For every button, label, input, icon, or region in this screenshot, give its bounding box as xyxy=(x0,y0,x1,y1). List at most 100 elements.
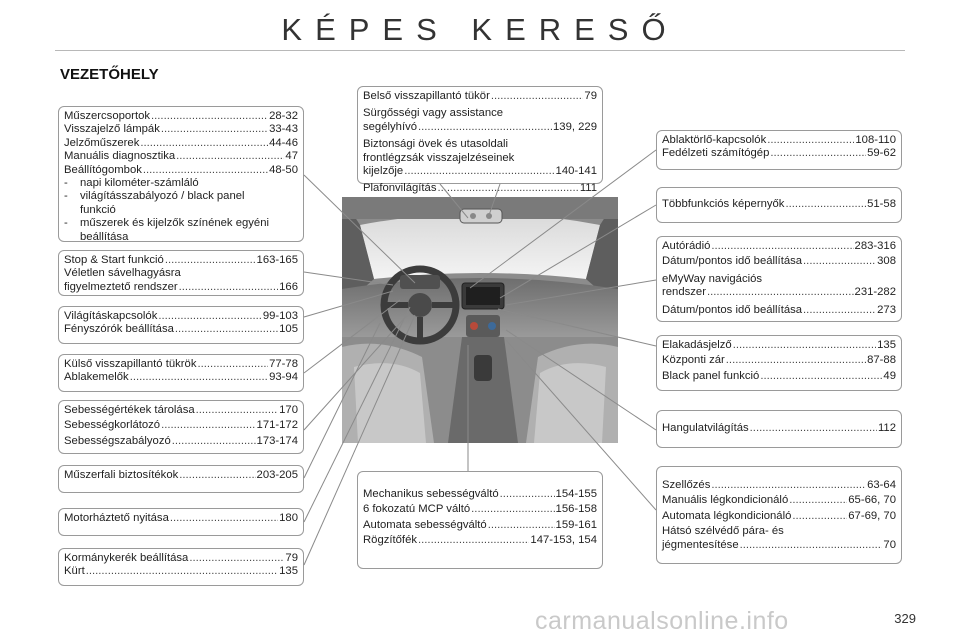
index-entry: Black panel funkció49 xyxy=(662,370,896,383)
sos-line2: segélyhívó xyxy=(363,120,418,133)
index-entry-page: 33-43 xyxy=(269,123,298,136)
index-entry-label: Külső visszapillantó tükrök xyxy=(64,358,197,370)
index-entry-page: 147-153, 154 xyxy=(530,534,597,547)
index-entry-page: 159-161 xyxy=(555,518,597,531)
index-entry-label: Szellőzés xyxy=(662,479,711,491)
index-entry-page: 156-158 xyxy=(555,503,597,516)
belts-line1: Biztonsági övek és utasoldali xyxy=(363,138,509,151)
box-stop-start: Stop & Start funkció163-165 Véletlen sáv… xyxy=(58,250,304,296)
lane-warning-line2: figyelmeztető rendszer xyxy=(64,280,178,293)
box-interior-top: Belső visszapillantó tükör79 Sürgősségi … xyxy=(357,86,603,194)
index-entry-leader-dots xyxy=(785,198,866,211)
index-entry-leader-dots xyxy=(179,469,255,482)
page-title: KÉPES KERESŐ xyxy=(281,12,679,47)
index-entry-label: Műszercsoportok xyxy=(64,110,151,122)
index-entry: Mechanikus sebességváltó 154-155 xyxy=(363,488,597,501)
box-ambient: Hangulatvilágítás112 xyxy=(656,410,902,448)
index-entry-label: Sebességkorlátozó xyxy=(64,419,161,432)
index-entry-page: 135 xyxy=(877,339,896,351)
index-entry-label: Jelzőműszerek xyxy=(64,136,140,149)
index-entry: Automata légkondicionáló 67-69, 70 xyxy=(662,510,896,523)
index-entry-page: 283-316 xyxy=(854,240,896,252)
index-entry: Dátum/pontos idő beállítása273 xyxy=(662,304,896,317)
belts-line2: frontlégzsák visszajelzéseinek xyxy=(363,151,515,164)
index-entry-label: Manuális légkondicionáló xyxy=(662,494,789,507)
index-entry: Kormánykerék beállítása79 xyxy=(64,552,298,565)
demist-page: 70 xyxy=(883,538,896,551)
index-entry-label: Sebességértékek tárolása xyxy=(64,404,195,416)
index-entry-label: Központi zár xyxy=(662,354,725,367)
index-entry-page: 171-172 xyxy=(256,419,298,432)
index-entry-leader-dots xyxy=(770,147,866,160)
index-entry-leader-dots xyxy=(176,150,284,163)
index-entry-page: 308 xyxy=(877,255,896,268)
index-entry-page: 67-69, 70 xyxy=(848,509,896,522)
index-entry-page: 111 xyxy=(579,182,597,195)
index-entry-label: Dátum/pontos idő beállítása xyxy=(662,255,803,268)
index-entry: Automata sebességváltó159-161 xyxy=(363,519,597,532)
instruments-sub-item: világításszabályozó / black panel funkci… xyxy=(80,190,245,216)
index-entry-leader-dots xyxy=(165,254,256,267)
index-entry-leader-dots xyxy=(750,422,877,435)
index-entry: Szellőzés 63-64 xyxy=(662,479,896,492)
index-entry-label: Automata légkondicionáló xyxy=(662,509,792,522)
sos-line1: Sürgősségi vagy assistance xyxy=(363,107,504,120)
index-entry-label: Többfunkciós képernyők xyxy=(662,198,785,210)
belts-line3: kijelzője xyxy=(363,165,404,178)
index-entry: Hangulatvilágítás112 xyxy=(662,422,896,435)
index-entry: Beállítógombok48-50 xyxy=(64,164,298,177)
index-entry: Elakadásjelző135 xyxy=(662,339,896,352)
index-entry: Visszajelző lámpák33-43 xyxy=(64,123,298,136)
index-entry-leader-dots xyxy=(471,503,554,516)
index-entry-page: 63-64 xyxy=(867,479,896,491)
index-entry-page: 93-94 xyxy=(269,371,298,384)
index-entry-leader-dots xyxy=(760,370,882,383)
index-entry-leader-dots xyxy=(140,137,268,150)
index-entry-label: Dátum/pontos idő beállítása xyxy=(662,303,803,316)
index-entry-label: Ablaktörlő-kapcsolók xyxy=(662,134,767,146)
watermark: carmanualsonline.info xyxy=(535,607,789,635)
index-entry-label: Plafonvilágítás xyxy=(363,182,437,195)
index-entry: Sebességszabályozó173-174 xyxy=(64,435,298,448)
index-entry-leader-dots xyxy=(143,164,268,177)
index-entry-page: 79 xyxy=(285,552,298,564)
index-entry-label: Világításkapcsolók xyxy=(64,310,158,322)
index-entry-leader-dots xyxy=(189,552,284,565)
index-entry-leader-dots xyxy=(733,339,876,352)
index-entry-leader-dots xyxy=(500,488,555,501)
index-entry: Stop & Start funkció163-165 xyxy=(64,254,298,267)
page-number: 329 xyxy=(894,611,916,626)
index-entry-page: 173-174 xyxy=(256,434,298,447)
index-entry-leader-dots xyxy=(437,182,578,195)
index-entry-leader-dots xyxy=(86,565,278,578)
index-entry: Ablakemelők93-94 xyxy=(64,371,298,384)
index-entry-leader-dots xyxy=(726,354,866,367)
index-entry-leader-dots xyxy=(711,479,866,492)
index-entry-leader-dots xyxy=(161,419,255,432)
index-entry: Központi zár87-88 xyxy=(662,354,896,367)
index-entry-label: Műszerfali biztosítékok xyxy=(64,469,179,481)
index-entry-label: Hangulatvilágítás xyxy=(662,422,749,434)
index-entry-page: 154-155 xyxy=(555,488,597,500)
box-bonnet: Motorháztető nyitása180 xyxy=(58,508,304,536)
index-entry-page: 99-103 xyxy=(262,310,298,322)
index-entry: Sebességkorlátozó 171-172 xyxy=(64,419,298,432)
sos-page: 139, 229 xyxy=(553,120,597,133)
index-entry-page: 59-62 xyxy=(867,147,896,160)
index-entry-label: Manuális diagnosztika xyxy=(64,150,176,163)
index-entry-leader-dots xyxy=(172,435,256,448)
index-entry-leader-dots xyxy=(161,123,268,136)
index-entry: Külső visszapillantó tükrök77-78 xyxy=(64,358,298,371)
index-entry: Ablaktörlő-kapcsolók108-110 xyxy=(662,134,896,147)
index-entry: Fedélzeti számítógép59-62 xyxy=(662,147,896,160)
index-entry-label: Mechanikus sebességváltó xyxy=(363,488,499,500)
index-entry-page: 65-66, 70 xyxy=(848,494,896,507)
index-entry-leader-dots xyxy=(196,404,279,417)
instruments-sub-item: napi kilométer-számláló xyxy=(80,177,199,190)
section-heading: VEZETŐHELY xyxy=(60,66,159,83)
index-entry-leader-dots xyxy=(789,494,847,507)
index-entry-leader-dots xyxy=(803,304,876,317)
instruments-sub-item: műszerek és kijelzők színének egyéni beá… xyxy=(80,217,269,243)
